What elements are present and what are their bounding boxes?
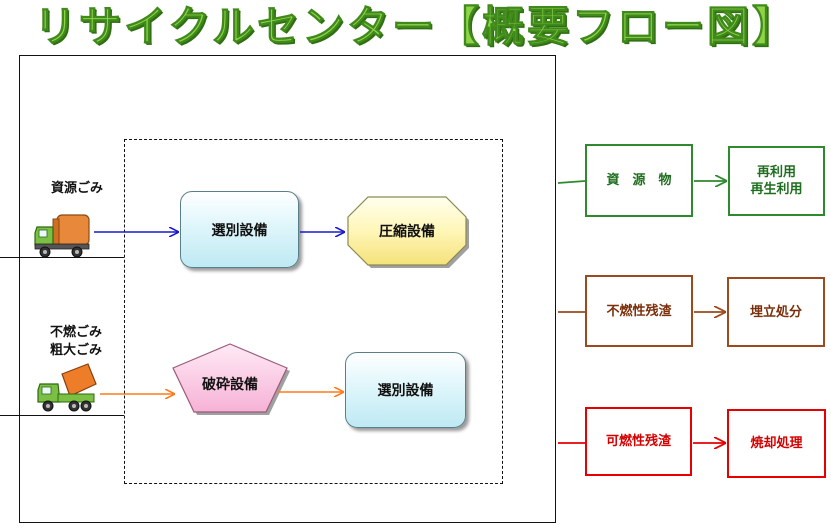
recycle-reuse-label: 再生利用 xyxy=(750,182,803,197)
sorting-equipment-1: 選別設備 xyxy=(180,191,299,268)
resources-box: 資 源 物 xyxy=(585,144,693,217)
incineration-box: 焼却処理 xyxy=(727,409,826,478)
compression-equipment-shape xyxy=(347,196,469,268)
reuse-box: 再利用 再生利用 xyxy=(728,146,825,216)
recyclable-waste-label: 資源ごみ xyxy=(50,181,103,196)
sorting-equipment-2: 選別設備 xyxy=(345,352,466,428)
page-title: リサイクルセンター【概要フロー図】 xyxy=(34,2,797,52)
compression-equipment: 圧縮設備 xyxy=(379,224,435,240)
landfill-box: 埋立処分 xyxy=(727,277,825,347)
crushing-equipment: 破砕設備 xyxy=(202,377,258,393)
input-line-bottom xyxy=(0,415,124,416)
dump-truck-icon xyxy=(37,363,97,412)
line-to-resources xyxy=(557,180,586,184)
processing-area-boundary xyxy=(124,139,503,484)
facility-boundary xyxy=(19,55,556,523)
packer-truck-icon xyxy=(34,214,90,258)
nonburnable-residue-box: 不燃性残渣 xyxy=(585,275,693,347)
nonburnable-waste-label: 不燃ごみ xyxy=(49,325,102,340)
crushing-equipment-shape xyxy=(172,343,290,415)
reuse-label: 再利用 xyxy=(756,165,796,180)
burnable-residue-box: 可燃性残渣 xyxy=(585,407,692,476)
input-line-top xyxy=(0,257,124,258)
bulky-waste-label: 粗大ごみ xyxy=(49,343,102,358)
